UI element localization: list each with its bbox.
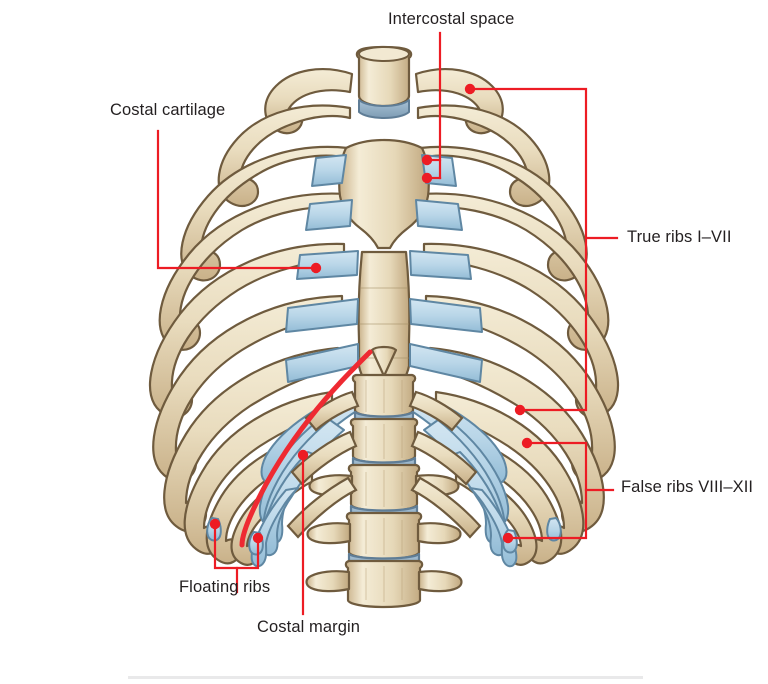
t1-superior-surface — [358, 46, 410, 62]
posterior-rib-right-b — [410, 430, 478, 486]
label-floating-ribs: Floating ribs — [179, 578, 271, 596]
transverse-process-l4-right — [416, 522, 462, 545]
cartilage-10-right — [443, 451, 508, 557]
leader-costal-cartilage — [156, 129, 314, 270]
marker-floating-rib-12 — [252, 532, 264, 544]
marker-intercostal-space-lower — [421, 172, 433, 184]
cartilage-2-left — [311, 154, 347, 187]
leader-markers — [209, 83, 533, 544]
marker-intercostal-space-upper — [421, 154, 433, 166]
posterior-rib-right-a — [408, 390, 464, 432]
marker-false-ribs-bottom — [502, 532, 514, 544]
marker-costal-cartilage — [310, 262, 322, 274]
label-false-ribs: False ribs VIII–XII — [621, 478, 754, 496]
rib-2-left — [217, 104, 352, 207]
cartilage-10-left — [260, 451, 325, 557]
cartilage-6-right — [409, 343, 483, 383]
cartilage-6-left — [285, 343, 359, 383]
marker-true-ribs-top — [464, 83, 476, 95]
marker-floating-rib-11 — [209, 518, 221, 530]
vertebral-column — [305, 345, 463, 609]
transverse-process-l4-left — [306, 522, 352, 545]
posterior-rib-left-a — [304, 390, 360, 432]
cartilage-3-right — [415, 199, 463, 231]
footer-divider — [128, 676, 643, 679]
cartilage-3-left — [305, 199, 353, 231]
rib-2-right — [416, 104, 551, 207]
costal-margin-highlight — [239, 349, 373, 548]
posterior-rib-stubs — [286, 390, 482, 539]
posterior-rib-left-c — [286, 476, 358, 539]
label-costal-margin: Costal margin — [257, 618, 361, 636]
t1-t2-disc — [358, 99, 410, 119]
cartilage-4-right — [409, 250, 472, 280]
t12-spinous-process — [370, 345, 398, 378]
posterior-rib-right-c — [410, 476, 482, 539]
cartilage-5-right — [409, 298, 483, 333]
cartilage-4-left — [296, 250, 359, 280]
leader-true-ribs-bracket — [470, 87, 588, 412]
label-costal-cartilage: Costal cartilage — [110, 101, 226, 119]
transverse-process-l5-right — [417, 570, 463, 593]
manubrium — [338, 138, 430, 250]
vertebra-striations — [365, 379, 403, 602]
marker-false-ribs-top — [521, 437, 533, 449]
marker-costal-margin — [297, 449, 309, 461]
label-intercostal-space: Intercostal space — [388, 10, 515, 28]
marker-true-ribs-bottom — [514, 404, 526, 416]
floating-rib-11-tip-right — [546, 516, 562, 542]
label-true-ribs: True ribs I–VII — [627, 228, 732, 246]
transverse-process-l5-left — [305, 570, 351, 593]
t1-vertebral-body — [355, 45, 413, 119]
cartilage-5-left — [285, 298, 359, 333]
leader-lines — [156, 31, 619, 616]
